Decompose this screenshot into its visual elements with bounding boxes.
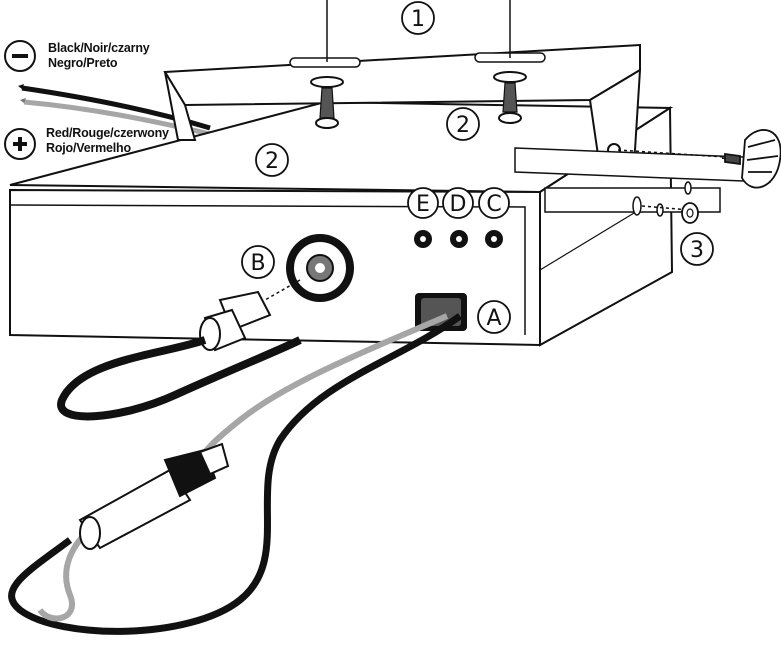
callout-e: E: [407, 187, 439, 219]
positive-wire-label-line1: Red/Rouge/czerwony: [46, 126, 169, 140]
callout-c-text: C: [486, 192, 501, 217]
side-mounting-strip: [514, 147, 771, 217]
callout-2-right: 2: [446, 107, 480, 141]
antenna-coax: [57, 336, 302, 421]
callout-b: B: [241, 245, 275, 279]
callout-d: D: [442, 187, 474, 219]
callout-c: C: [478, 187, 510, 219]
screw-leaders: [326, 0, 511, 62]
negative-wire-label: Black/Noir/czarny Negro/Preto: [48, 41, 150, 71]
negative-wire-label-line2: Negro/Preto: [48, 56, 118, 70]
callout-b-text: B: [250, 251, 265, 276]
callout-a: A: [477, 300, 511, 334]
negative-wire-label-line1: Black/Noir/czarny: [48, 41, 150, 55]
positive-wire-label: Red/Rouge/czerwony Rojo/Vermelho: [46, 126, 169, 156]
callout-1-text: 1: [411, 7, 425, 32]
callout-3-text: 3: [690, 238, 704, 263]
washer-icon: [681, 202, 699, 224]
plus-icon: [4, 128, 36, 160]
minus-icon: [4, 40, 36, 72]
power-cord: [8, 313, 463, 635]
jacks: [414, 230, 503, 248]
screw-left: [310, 76, 344, 129]
positive-wire-label-line2: Rojo/Vermelho: [46, 141, 131, 155]
callout-1: 1: [401, 1, 435, 35]
antenna-plug: [199, 290, 272, 352]
callout-a-text: A: [486, 306, 501, 331]
callout-d-text: D: [450, 192, 467, 217]
callout-e-text: E: [416, 192, 430, 217]
callout-3: 3: [680, 232, 714, 266]
callout-2-right-text: 2: [456, 113, 470, 138]
knob-icon: [721, 129, 781, 189]
screw-right: [493, 71, 527, 124]
antenna-connector: [264, 234, 354, 302]
callout-2-left: 2: [255, 143, 289, 177]
radio-body: [9, 100, 674, 347]
fuse-holder: [78, 442, 230, 550]
callout-2-left-text: 2: [265, 149, 279, 174]
